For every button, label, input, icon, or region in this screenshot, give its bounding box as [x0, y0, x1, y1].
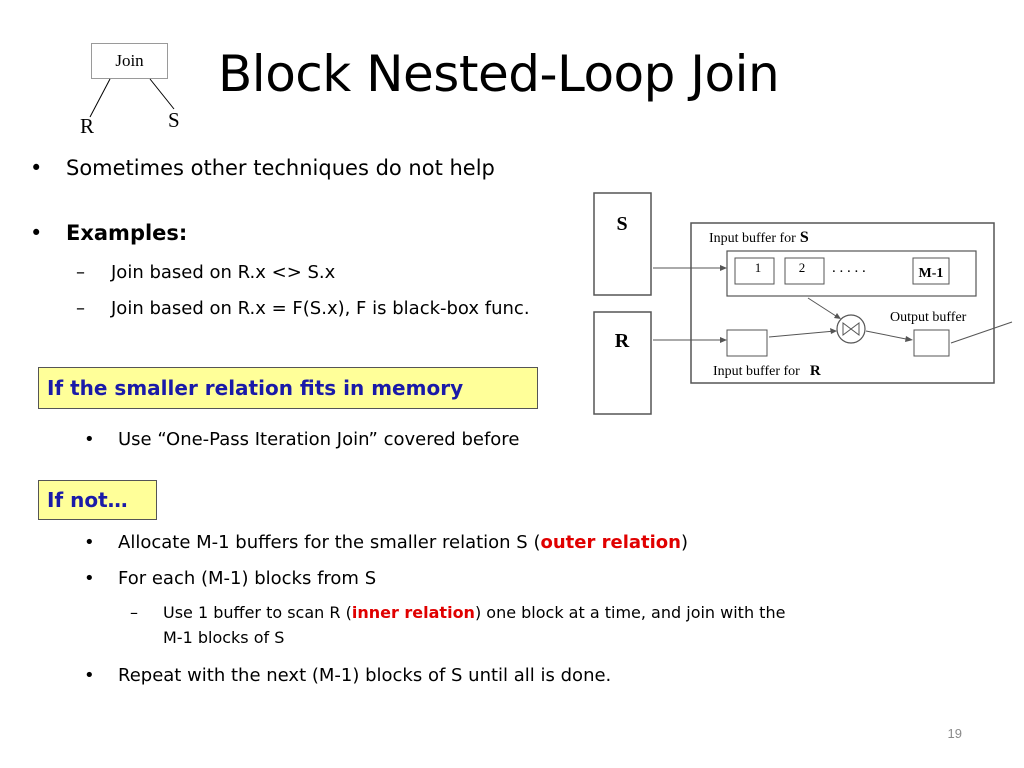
relation-r-label: R [615, 330, 630, 352]
if-not-label: If not… [38, 480, 157, 520]
page-number: 19 [947, 726, 962, 741]
output-buffer-label: Output buffer [890, 310, 967, 325]
bullet-dot: • [30, 221, 43, 245]
example-2: Join based on R.x = F(S.x), F is black-b… [111, 298, 530, 319]
scan-r-item-cont: M-1 blocks of S [163, 628, 285, 647]
bullet-dot: • [84, 568, 95, 589]
bullet-dot: • [84, 429, 95, 450]
dash: – [130, 603, 138, 622]
join-tree-edges [89, 78, 175, 118]
buffer-m1-label: M-1 [919, 266, 944, 281]
buffer-2-label: 2 [799, 260, 806, 275]
relation-r-box [593, 311, 652, 415]
bullet-dot: • [30, 156, 43, 180]
relation-s-box [593, 192, 652, 296]
scan-r-item: Use 1 buffer to scan R (inner relation) … [163, 600, 785, 625]
buffer-2 [784, 257, 825, 285]
for-each-item: For each (M-1) blocks from S [118, 568, 377, 589]
example-1: Join based on R.x <> S.x [111, 262, 336, 283]
relation-s-label: S [616, 213, 627, 235]
fits-in-memory-label: If the smaller relation fits in memory [38, 367, 538, 409]
join-tree-left-r: R [80, 114, 95, 138]
join-node: Join [91, 43, 168, 79]
allocate-text: Allocate M-1 buffers for the smaller rel… [118, 532, 541, 553]
buffer-m1 [912, 257, 950, 285]
dash: – [76, 262, 85, 283]
join-tree-right-s: S [168, 108, 180, 132]
input-buffer-r [726, 329, 768, 357]
inner-relation-highlight: inner relation [351, 603, 475, 622]
outer-relation-highlight: outer relation [540, 532, 681, 553]
bullet-other-techniques: Sometimes other techniques do not help [66, 156, 495, 180]
scan-r-text: Use 1 buffer to scan R ( [163, 603, 352, 622]
buffer-1-label: 1 [755, 260, 762, 275]
one-pass-item: Use “One-Pass Iteration Join” covered be… [118, 429, 520, 450]
allocate-close: ) [680, 532, 689, 553]
buffer-1 [734, 257, 775, 285]
buffer-dots: . . . . . [832, 260, 866, 276]
allocate-item: Allocate M-1 buffers for the smaller rel… [118, 532, 688, 553]
slide-title: Block Nested-Loop Join [218, 45, 780, 103]
repeat-item: Repeat with the next (M-1) blocks of S u… [118, 665, 612, 686]
output-buffer [913, 329, 950, 357]
dash: – [76, 298, 85, 319]
bullet-dot: • [84, 665, 95, 686]
bullet-dot: • [84, 532, 95, 553]
bullet-examples: Examples: [66, 221, 188, 245]
memory-frame [690, 222, 995, 384]
scan-r-text-2: ) one block at a time, and join with the [474, 603, 786, 622]
